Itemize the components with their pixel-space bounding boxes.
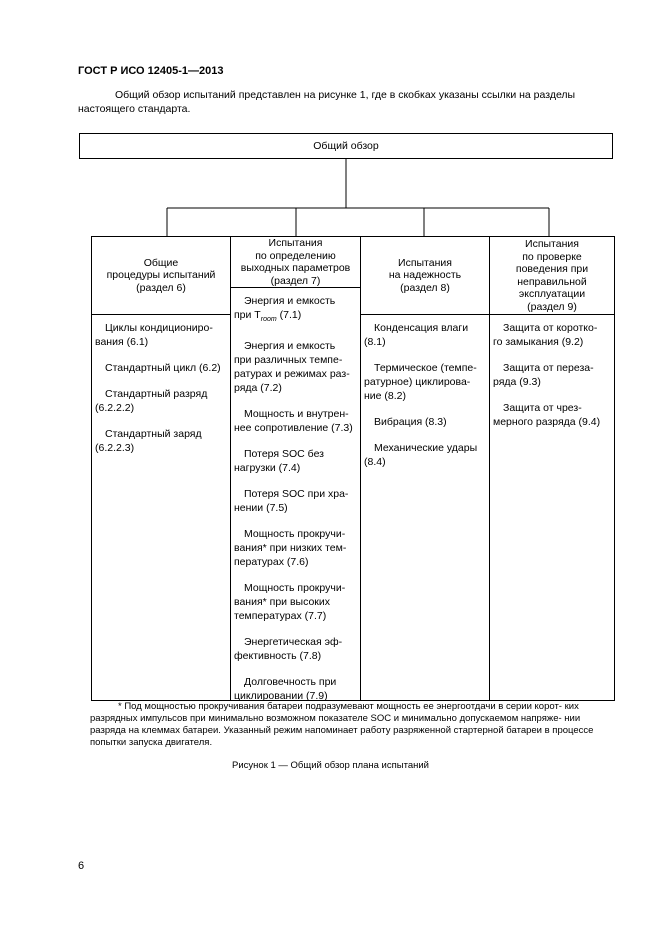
list-item: Циклы кондициониро- вания (6.1) bbox=[95, 322, 213, 348]
column-body: Конденсация влаги (8.1) Термическое (тем… bbox=[361, 315, 489, 481]
item-text: Энергия и емкость при T bbox=[234, 295, 336, 321]
column-output-parameters: Испытания по определению выходных параме… bbox=[231, 237, 361, 702]
column-heading: Общие процедуры испытаний (раздел 6) bbox=[92, 237, 230, 315]
item-ref: (7.1) bbox=[276, 309, 302, 321]
troom-subscript: room bbox=[260, 316, 277, 324]
list-item: Стандартный разряд (6.2.2.2) bbox=[95, 388, 208, 414]
column-heading: Испытания по проверке поведения при непр… bbox=[490, 237, 614, 315]
document-title: ГОСТ Р ИСО 12405-1—2013 bbox=[78, 65, 224, 77]
footnote: * Под мощностью прокручивания батареи по… bbox=[90, 701, 594, 748]
list-item: Защита от переза- ряда (9.3) bbox=[493, 362, 594, 388]
list-item: Защита от коротко- го замыкания (9.2) bbox=[493, 322, 598, 348]
intro-paragraph: Общий обзор испытаний представлен на рис… bbox=[78, 89, 576, 115]
list-item: Конденсация влаги (8.1) bbox=[364, 322, 469, 348]
list-item: Механические удары (8.4) bbox=[364, 442, 478, 468]
list-item: Вибрация (8.3) bbox=[374, 416, 447, 428]
column-body: Циклы кондициониро- вания (6.1) Стандарт… bbox=[92, 315, 230, 467]
column-body: Энергия и емкость при Troom (7.1) Энерги… bbox=[231, 288, 360, 715]
column-body: Защита от коротко- го замыкания (9.2) За… bbox=[490, 315, 614, 441]
column-general-procedures: Общие процедуры испытаний (раздел 6) Цик… bbox=[92, 237, 231, 700]
list-item: Мощность прокручи- вания* при высоких те… bbox=[234, 582, 346, 623]
list-item: Термическое (темпе- ратурное) циклирова-… bbox=[364, 362, 477, 402]
list-item: Энергия и емкость при Troom (7.1) bbox=[234, 294, 357, 327]
column-reliability: Испытания на надежность (раздел 8) Конде… bbox=[361, 237, 490, 700]
test-overview-table: Общие процедуры испытаний (раздел 6) Цик… bbox=[91, 236, 615, 702]
column-heading: Испытания на надежность (раздел 8) bbox=[361, 237, 489, 315]
list-item: Стандартный заряд (6.2.2.3) bbox=[95, 428, 202, 454]
column-abuse: Испытания по проверке поведения при непр… bbox=[490, 237, 614, 700]
list-item: Долговечность при циклировании (7.9) bbox=[234, 676, 337, 703]
list-item: Мощность прокручи- вания* при низких тем… bbox=[234, 528, 347, 569]
list-item: Потеря SOC при хра- нении (7.5) bbox=[234, 488, 349, 515]
list-item: Энергетическая эф- фективность (7.8) bbox=[234, 636, 343, 663]
page-number: 6 bbox=[78, 860, 85, 872]
list-item: Защита от чрез- мерного разряда (9.4) bbox=[493, 402, 601, 428]
list-item: Энергия и емкость при различных темпе- р… bbox=[234, 340, 350, 395]
figure-caption: Рисунок 1 — Общий обзор плана испытаний bbox=[232, 760, 429, 771]
list-item: Стандартный цикл (6.2) bbox=[105, 362, 221, 374]
column-heading: Испытания по определению выходных параме… bbox=[231, 237, 360, 288]
list-item: Мощность и внутрен- нее сопротивление (7… bbox=[234, 408, 353, 435]
overview-root-label: Общий обзор bbox=[313, 140, 379, 152]
overview-root-box: Общий обзор bbox=[79, 133, 613, 159]
list-item: Потеря SOC без нагрузки (7.4) bbox=[234, 448, 325, 475]
